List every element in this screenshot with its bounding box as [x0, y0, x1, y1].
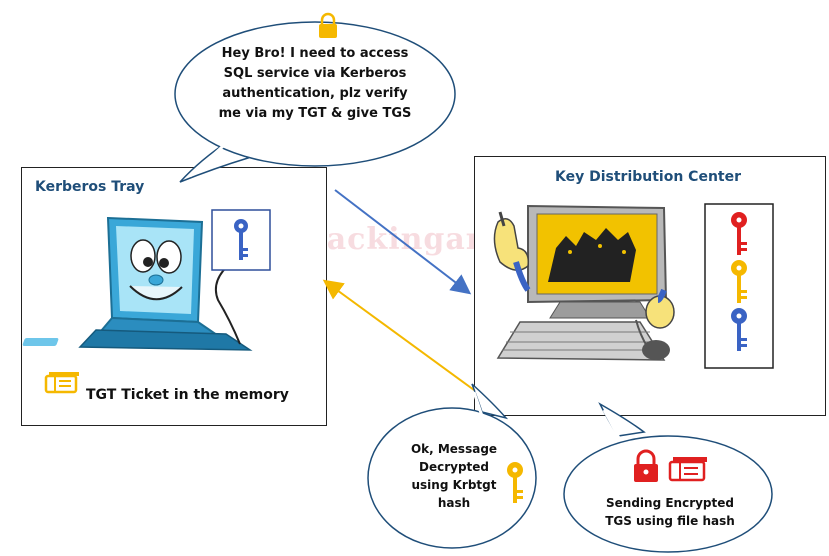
yellow-key-icon	[731, 260, 747, 303]
request-bubble-text: Hey Bro! I need to access SQL service vi…	[210, 44, 420, 124]
request-speech-bubble	[174, 21, 456, 183]
kdc-keys-frame	[704, 203, 774, 369]
key-frame	[211, 209, 271, 271]
request-line: authentication, plz verify	[222, 86, 408, 101]
decrypted-speech-bubble	[367, 383, 537, 549]
kerberos-tray-title: Kerberos Tray	[35, 179, 145, 195]
request-line: SQL service via Kerberos	[223, 66, 407, 81]
red-lock-icon	[634, 449, 658, 482]
response-arrow	[322, 279, 475, 391]
blue-key-icon	[234, 219, 248, 260]
sending-bubble-text: Sending Encrypted TGS using file hash	[590, 494, 750, 530]
sending-line: TGS using file hash	[605, 514, 735, 528]
sending-line: Sending Encrypted	[606, 496, 734, 510]
request-line: me via my TGT & give TGS	[218, 106, 412, 121]
decrypted-bubble-text: Ok, Message Decrypted using Krbtgt hash	[400, 440, 508, 512]
kdc-title: Key Distribution Center	[555, 169, 742, 185]
request-line: Hey Bro! I need to access	[221, 46, 409, 61]
decrypted-line: Ok, Message	[410, 442, 498, 456]
yellow-lock-icon	[319, 12, 337, 38]
decrypted-line: Decrypted	[418, 460, 489, 474]
laptop-mascot-icon	[22, 216, 253, 351]
red-ticket-icon	[668, 457, 707, 482]
computer-mascot-icon	[493, 204, 675, 361]
tgt-ticket-caption: TGT Ticket in the memory	[86, 387, 289, 403]
yellow-ticket-icon	[44, 372, 79, 394]
red-key-icon	[731, 212, 747, 255]
blue-key-icon	[731, 308, 747, 351]
yellow-key-icon	[507, 462, 523, 503]
sending-speech-bubble	[563, 402, 773, 553]
request-arrow	[334, 189, 472, 295]
decrypted-line: hash	[437, 496, 471, 510]
decrypted-line: using Krbtgt	[411, 478, 497, 492]
